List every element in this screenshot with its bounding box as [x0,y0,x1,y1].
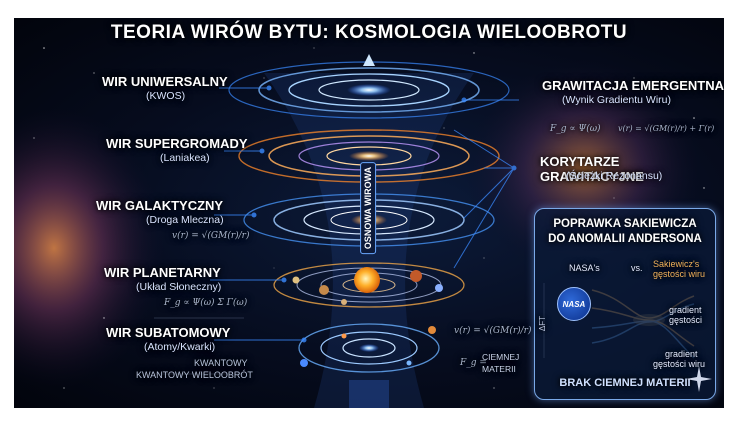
axis-label: OSNOWA WIROWA [355,161,381,255]
equation-velocity-gamma: v(r) = √(GM(r)/r) + Γ(r) [618,124,715,133]
panel-sakiewicz-line-2: gęstości wiru [653,269,706,279]
left-connectors [210,85,307,343]
panel-gradient2-line-2: gęstości wiru [653,359,706,369]
right-connectors [453,97,519,269]
axis-arrowhead [363,54,375,66]
label-galactic-title: WIR GALAKTYCZNY [96,198,224,213]
panel-gradient2-line-1: gradient [665,349,698,359]
equation-galactic: v(r) = √(GM(r)/r) [172,231,250,241]
panel-footer: BRAK CIEMNEJ MATERII [559,377,691,389]
equation-dark-matter-prefix: F_g = [460,358,487,368]
axis-label-text: OSNOWA WIROWA [360,161,377,255]
panel-gradient1-line-1: gradient [669,305,702,315]
planet [292,276,300,284]
label-subatomic-title: WIR SUBATOMOWY [106,325,231,340]
planet [435,284,443,292]
kwantowy-line-2: KWANTOWY WIELOOBRÓT [136,370,253,380]
panel-title-line-2: DO ANOMALII ANDERSONA [548,233,702,245]
planet [319,285,329,295]
sparkle-icon [686,366,712,392]
panel-delta-label: ΔFT [538,315,548,332]
nasa-logo-text: NASA [562,299,586,309]
panel-nasas-label: NASA's [569,263,600,273]
equation-dark-matter-num: CIEMNEJ [482,352,520,362]
equation-force: F_g ∝ Ψ(ω) [550,124,601,134]
starfield [33,37,705,389]
particle [428,326,436,334]
label-planetary-title: WIR PLANETARNY [104,265,221,280]
label-gravity-corridors-sub: (Ścieżki Rezonansu) [566,170,663,182]
eq-dividers [154,317,244,375]
planet [410,270,422,282]
panel-vs-label: vs. [631,263,643,273]
equation-dark-matter-den: MATERII [482,364,516,374]
anderson-anomaly-panel: POPRAWKA SAKIEWICZA DO ANOMALII ANDERSON… [534,208,716,400]
equation-planetary: F_g ∝ Ψ(ω) Σ Γ(ω) [164,298,248,308]
nasa-logo-icon: NASA [557,287,591,321]
panel-sakiewicz-line-1: Sakiewicz's [653,259,700,269]
label-gravity-corridors-title: KORYTARZE GRAWITACYJNE [540,154,644,184]
planet [341,299,347,305]
label-emergent-gravity-sub: (Wynik Gradientu Wiru) [562,94,672,106]
label-galactic-sub: (Droga Mleczna) [146,214,224,226]
label-emergent-gravity-title: GRAWITACJA EMERGENTNA [542,78,724,93]
label-supercluster-sub: (Laniakea) [160,152,210,164]
label-universal-sub: (KWOS) [146,90,186,102]
left-nebula [14,108,164,388]
panel-gradient1-line-2: gęstości [669,315,703,325]
sun [354,267,380,293]
label-universal-title: WIR UNIWERSALNY [102,74,228,89]
panel-title-line-1: POPRAWKA SAKIEWICZA [553,218,697,230]
label-planetary-sub: (Układ Słoneczny) [136,281,222,293]
equation-velocity: v(r) = √(GM(r)/r) [454,326,532,336]
label-supercluster-title: WIR SUPERGROMADY [106,136,248,151]
axis-base-glow [349,380,389,408]
particle [341,333,347,339]
page-title: TEORIA WIRÓW BYTU: KOSMOLOGIA WIELOOBROT… [110,22,628,43]
kwantowy-line-1: KWANTOWY [194,358,248,368]
infographic: TEORIA WIRÓW BYTU: KOSMOLOGIA WIELOOBROT… [14,18,724,408]
label-subatomic-sub: (Atomy/Kwarki) [144,341,216,353]
particle [406,360,412,366]
particle [300,359,308,367]
